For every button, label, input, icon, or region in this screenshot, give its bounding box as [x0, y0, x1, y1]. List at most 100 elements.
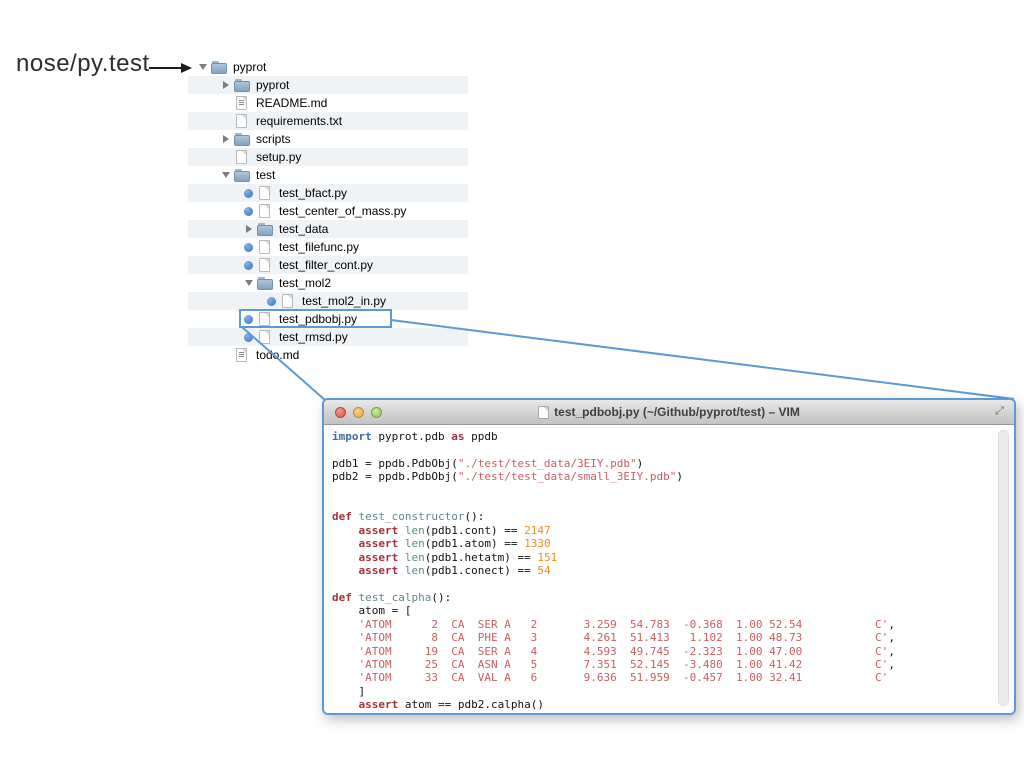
- tree-row[interactable]: test_mol2: [188, 274, 468, 292]
- tree-row-label: test_data: [279, 222, 329, 236]
- traffic-lights: [335, 406, 382, 418]
- tree-row[interactable]: test_filter_cont.py: [188, 256, 468, 274]
- folder-icon: [234, 78, 250, 92]
- status-dot-icon: [244, 242, 253, 252]
- empty-slot: [217, 96, 234, 110]
- file-icon: [234, 114, 250, 128]
- empty-slot: [217, 348, 234, 362]
- file-icon: [257, 330, 273, 344]
- tree-row-label: test: [256, 168, 276, 182]
- code-line: assert len(pdb1.conect) == 54: [358, 564, 551, 578]
- tree-row[interactable]: test_filefunc.py: [188, 238, 468, 256]
- tree-row[interactable]: pyprot: [188, 58, 468, 76]
- tree-row[interactable]: test_data: [188, 220, 468, 238]
- code-line: [332, 443, 994, 456]
- tree-row[interactable]: test_bfact.py: [188, 184, 468, 202]
- window-title-text: test_pdbobj.py (~/Github/pyprot/test) – …: [554, 405, 800, 419]
- status-dot-icon: [244, 314, 253, 324]
- tree-row-label: README.md: [256, 96, 328, 110]
- dot-slot: [240, 240, 257, 254]
- file-icon: [257, 204, 273, 218]
- tree-row-label: test_bfact.py: [279, 186, 348, 200]
- tree-row-label: requirements.txt: [256, 114, 343, 128]
- status-dot-icon: [244, 206, 253, 216]
- file-icon: [257, 240, 273, 254]
- code-line: [332, 577, 994, 590]
- tree-row-label: pyprot: [233, 60, 267, 74]
- code-line: import pyprot.pdb as ppdb: [332, 430, 498, 443]
- code-line: assert len(pdb1.atom) == 1330: [358, 537, 551, 551]
- status-dot-icon: [244, 188, 253, 198]
- disclosure-triangle-icon[interactable]: [194, 60, 211, 74]
- tree-row-label: test_rmsd.py: [279, 330, 348, 344]
- tree-row-label: todo.md: [256, 348, 300, 362]
- tree-row-label: test_filefunc.py: [279, 240, 360, 254]
- folder-icon: [257, 276, 273, 290]
- folder-icon: [257, 222, 273, 236]
- file-icon: [280, 294, 296, 308]
- disclosure-triangle-icon[interactable]: [217, 168, 234, 182]
- tree-row-label: test_pdbobj.py: [279, 312, 358, 326]
- markdown-file-icon: [234, 96, 250, 110]
- code-line: 'ATOM 2 CA SER A 2 3.259 54.783 -0.368 1…: [358, 617, 895, 631]
- disclosure-triangle-icon[interactable]: [240, 276, 257, 290]
- code-line: assert len(pdb1.hetatm) == 151: [358, 550, 558, 564]
- folder-icon: [234, 168, 250, 182]
- tree-row-label: test_mol2_in.py: [302, 294, 387, 308]
- tree-row[interactable]: test_center_of_mass.py: [188, 202, 468, 220]
- vim-titlebar[interactable]: test_pdbobj.py (~/Github/pyprot/test) – …: [324, 400, 1014, 425]
- file-icon: [234, 150, 250, 164]
- tree-row[interactable]: todo.md: [188, 346, 468, 364]
- code-line: assert atom == pdb2.calpha(): [358, 698, 544, 712]
- tree-row[interactable]: README.md: [188, 94, 468, 112]
- fullscreen-icon[interactable]: ⤢: [995, 405, 1004, 417]
- tree-row[interactable]: test_mol2_in.py: [188, 292, 468, 310]
- dot-slot: [240, 186, 257, 200]
- callout-arrow-icon: [149, 63, 192, 73]
- code-line: pdb2 = ppdb.PdbObj("./test/test_data/sma…: [332, 470, 684, 484]
- tree-row[interactable]: test: [188, 166, 468, 184]
- file-icon: [257, 312, 273, 326]
- scrollbar-track[interactable]: [998, 430, 1009, 706]
- folder-icon: [234, 132, 250, 146]
- markdown-file-icon: [234, 348, 250, 362]
- window-title: test_pdbobj.py (~/Github/pyprot/test) – …: [324, 400, 1014, 424]
- close-button[interactable]: [335, 406, 346, 418]
- tree-row[interactable]: test_rmsd.py: [188, 328, 468, 346]
- tree-row[interactable]: requirements.txt: [188, 112, 468, 130]
- minimize-button[interactable]: [353, 406, 364, 418]
- code-line: atom = [: [332, 604, 412, 618]
- status-dot-icon: [244, 332, 253, 342]
- code-area[interactable]: import pyprot.pdb as ppdb pdb1 = ppdb.Pd…: [324, 425, 1014, 713]
- dot-slot: [240, 330, 257, 344]
- tree-row[interactable]: test_pdbobj.py: [188, 310, 468, 328]
- dot-slot: [240, 258, 257, 272]
- zoom-button[interactable]: [371, 406, 382, 418]
- code-line: 'ATOM 8 CA PHE A 3 4.261 51.413 1.102 1.…: [358, 631, 895, 645]
- code-line: 'ATOM 19 CA SER A 4 4.593 49.745 -2.323 …: [358, 644, 895, 658]
- dot-slot: [240, 312, 257, 326]
- tree-row-label: test_filter_cont.py: [279, 258, 374, 272]
- dot-slot: [263, 294, 280, 308]
- file-icon: [257, 258, 273, 272]
- disclosure-triangle-icon[interactable]: [217, 132, 234, 146]
- code-line: def test_constructor():: [332, 510, 485, 524]
- document-icon: [538, 405, 550, 419]
- tree-row[interactable]: pyprot: [188, 76, 468, 94]
- disclosure-triangle-icon[interactable]: [217, 78, 234, 92]
- code-line: assert len(pdb1.cont) == 2147: [358, 523, 551, 537]
- code-line: pdb1 = ppdb.PdbObj("./test/test_data/3EI…: [332, 456, 644, 470]
- status-dot-icon: [267, 296, 276, 306]
- vim-window: test_pdbobj.py (~/Github/pyprot/test) – …: [322, 398, 1016, 715]
- tree-row-label: setup.py: [256, 150, 302, 164]
- file-icon: [257, 186, 273, 200]
- code-line: 'ATOM 33 CA VAL A 6 9.636 51.959 -0.457 …: [358, 671, 889, 685]
- tree-row[interactable]: scripts: [188, 130, 468, 148]
- selection-highlight-box: [239, 309, 392, 328]
- tree-row-label: scripts: [256, 132, 291, 146]
- tree-row-label: test_center_of_mass.py: [279, 204, 407, 218]
- disclosure-triangle-icon[interactable]: [240, 222, 257, 236]
- code-line: 'ATOM 25 CA ASN A 5 7.351 52.145 -3.480 …: [358, 657, 895, 671]
- tree-row-label: pyprot: [256, 78, 290, 92]
- tree-row[interactable]: setup.py: [188, 148, 468, 166]
